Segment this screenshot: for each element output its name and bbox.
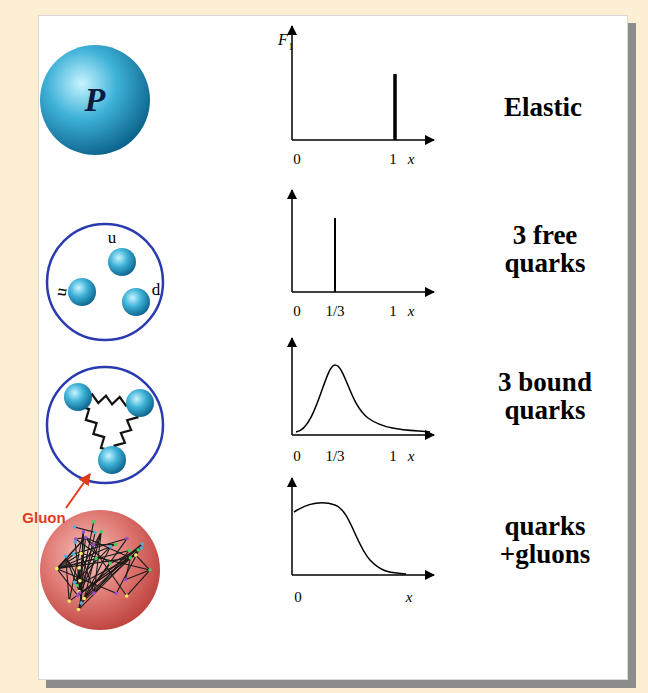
- parton-dot: [73, 540, 77, 544]
- parton-dot: [82, 597, 86, 601]
- gluon-line: [57, 569, 78, 596]
- gluon-line: [57, 537, 86, 568]
- tick-label: 1: [389, 304, 397, 320]
- gluon-line: [127, 570, 150, 596]
- row-title: 3 bound quarks: [483, 368, 608, 425]
- gluon-line: [78, 558, 131, 596]
- gluon-line: [125, 570, 150, 580]
- gluon-line: [57, 554, 74, 569]
- axis-label: x: [408, 304, 415, 320]
- row-title: 3 free quarks: [485, 221, 605, 278]
- parton-dot: [148, 568, 152, 572]
- parton-dot: [91, 543, 95, 547]
- parton-dot: [76, 594, 80, 598]
- gluon-line: [84, 544, 142, 598]
- parton-dot: [92, 591, 96, 595]
- parton-dot: [125, 594, 129, 598]
- parton-dot: [82, 530, 86, 534]
- parton-dot: [79, 552, 83, 556]
- parton-dot: [134, 553, 138, 557]
- gluon-line: [136, 555, 150, 570]
- tick-label: 1: [389, 152, 397, 168]
- tick-label: 1/3: [325, 449, 344, 465]
- axis-label: x: [408, 152, 415, 168]
- parton-dot: [64, 554, 68, 558]
- axis-label: x: [408, 449, 415, 465]
- parton-dot: [124, 578, 128, 582]
- parton-dot: [99, 530, 103, 534]
- tick-label: 0: [293, 152, 301, 168]
- gluon-line: [84, 563, 110, 598]
- parton-dot: [139, 546, 143, 550]
- gluon-line: [74, 539, 127, 554]
- parton-dot: [84, 536, 88, 540]
- parton-dot: [92, 520, 96, 524]
- parton-dot: [74, 537, 78, 541]
- parton-dot: [67, 599, 71, 603]
- parton-dot: [129, 556, 133, 560]
- axis-subscript: 1: [289, 42, 294, 53]
- parton-dot: [77, 608, 81, 612]
- proton-sphere: P: [40, 45, 150, 155]
- parton-dot: [55, 567, 59, 571]
- proton-label: P: [40, 45, 150, 155]
- parton-dot: [79, 601, 83, 605]
- quark-label: u: [108, 229, 117, 247]
- quark-label: d: [152, 281, 161, 299]
- parton-dot: [108, 562, 112, 566]
- parton-dot: [73, 580, 77, 584]
- row-title: Elastic: [504, 93, 582, 121]
- parton-dot: [127, 549, 131, 553]
- tick-label: 0: [293, 304, 301, 320]
- parton-dot: [93, 531, 97, 535]
- tick-label: 1/3: [325, 304, 344, 320]
- gluon-line: [84, 539, 127, 599]
- parton-dot: [114, 543, 118, 547]
- tick-label: 0: [293, 449, 301, 465]
- tick-label: 1: [389, 449, 397, 465]
- parton-dot: [140, 542, 144, 546]
- axis-label: x: [406, 590, 413, 606]
- gluon-line: [116, 544, 142, 593]
- parton-dot: [72, 552, 76, 556]
- quark-label: u: [51, 286, 70, 297]
- parton-dot: [109, 545, 113, 549]
- axis-label: F: [278, 32, 288, 49]
- parton-dot: [73, 525, 77, 529]
- parton-dot: [78, 579, 82, 583]
- parton-dot: [94, 557, 98, 561]
- tick-label: 0: [294, 590, 302, 606]
- row-title: quarks +gluons: [488, 512, 603, 569]
- gluon-label: Gluon: [22, 510, 65, 526]
- gluon-line: [93, 544, 115, 546]
- gluon-line: [57, 537, 86, 568]
- parton-dot: [77, 566, 81, 570]
- parton-dot: [136, 548, 140, 552]
- sphere-fill: [40, 45, 150, 155]
- parton-dot: [115, 591, 119, 595]
- parton-dot: [125, 537, 129, 541]
- parton-dot: [75, 584, 79, 588]
